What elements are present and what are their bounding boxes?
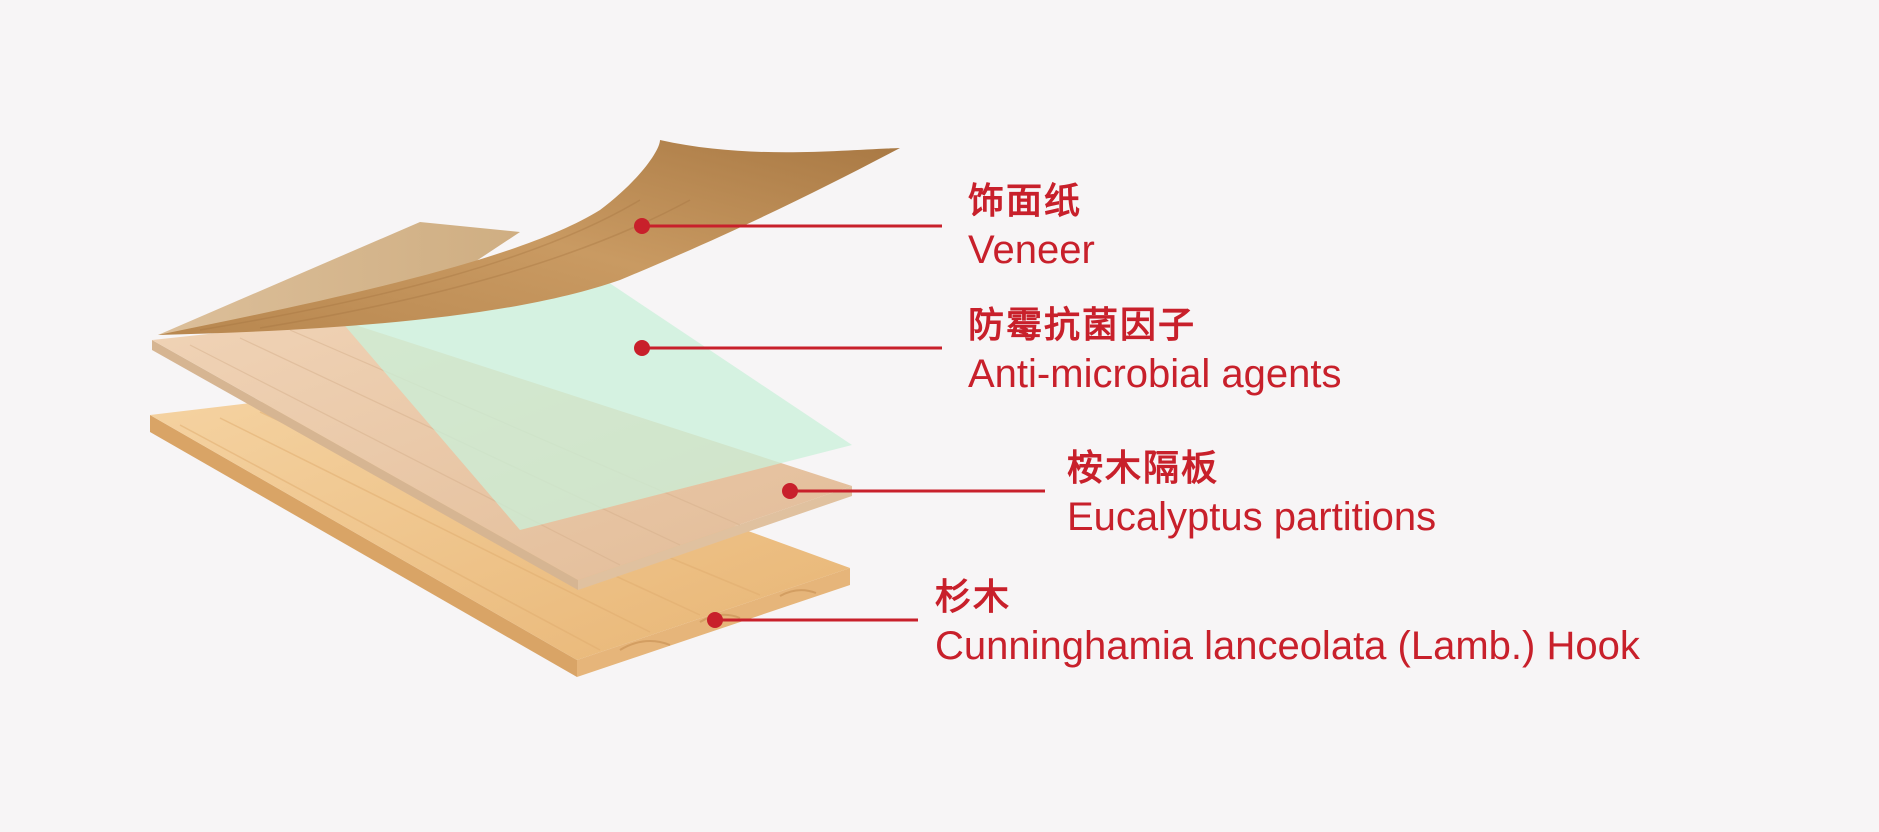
label-fir-en: Cunninghamia lanceolata (Lamb.) Hook: [935, 624, 1640, 668]
label-antimicrobial-en: Anti-microbial agents: [968, 352, 1342, 396]
marker-antimicrobial: [634, 340, 650, 356]
eucalyptus-board-front-edge: [152, 340, 578, 590]
label-veneer-en: Veneer: [968, 228, 1095, 272]
label-veneer-zh: 饰面纸: [968, 181, 1083, 222]
marker-eucalyptus: [782, 483, 798, 499]
label-eucalyptus-zh: 桉木隔板: [1067, 448, 1220, 489]
eucalyptus-board-side-edge: [578, 486, 852, 590]
antimicrobial-film: [340, 250, 852, 530]
label-antimicrobial: 防霉抗菌因子 Anti-microbial agents: [968, 305, 1342, 396]
marker-veneer: [634, 218, 650, 234]
marker-fir: [707, 612, 723, 628]
label-veneer: 饰面纸 Veneer: [968, 181, 1095, 272]
label-fir-zh: 杉木: [935, 577, 1012, 618]
veneer-flat: [158, 222, 520, 335]
label-eucalyptus: 桉木隔板 Eucalyptus partitions: [1067, 448, 1437, 539]
label-fir: 杉木 Cunninghamia lanceolata (Lamb.) Hook: [935, 577, 1640, 668]
label-antimicrobial-zh: 防霉抗菌因子: [968, 305, 1197, 346]
leader-lines: [634, 218, 1045, 628]
fir-board-front-edge: [150, 415, 577, 677]
label-eucalyptus-en: Eucalyptus partitions: [1067, 495, 1437, 539]
veneer-curl: [158, 140, 900, 335]
